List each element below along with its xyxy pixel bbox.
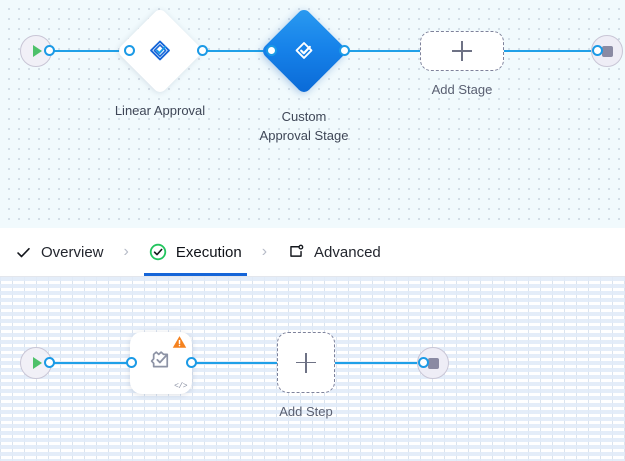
check-icon <box>14 243 32 261</box>
approval-diamond-icon <box>147 38 173 64</box>
edge-add-step-to-end <box>333 362 423 364</box>
tab-separator: › <box>123 243 129 260</box>
play-icon <box>33 357 42 369</box>
stage-end-input-port[interactable] <box>592 45 603 56</box>
add-step-label: Add Step <box>279 404 333 419</box>
stage-node-label-custom-approval-stage: Custom Approval Stage <box>259 109 349 143</box>
approval-task-icon <box>147 347 175 380</box>
custom-approval-input-port[interactable] <box>126 357 137 368</box>
check-circle-icon <box>149 243 167 261</box>
stage-node-label-linear-approval: Linear Approval <box>114 103 206 118</box>
settings-window-icon <box>287 243 305 261</box>
linear-approval-input-port[interactable] <box>124 45 135 56</box>
tab-advanced-label: Advanced <box>314 243 381 261</box>
edge-start-to-custom-approval <box>46 362 132 364</box>
step-end-input-port[interactable] <box>418 357 429 368</box>
designer-tabbar: Overview › Execution › Advanced <box>0 228 625 277</box>
add-stage-button[interactable] <box>420 31 504 71</box>
stop-icon <box>427 357 439 369</box>
edge-add-stage-to-end <box>502 50 598 52</box>
add-step-button[interactable] <box>277 332 335 393</box>
plus-icon <box>452 41 472 61</box>
tab-advanced[interactable]: Advanced <box>273 228 395 276</box>
custom-stage-output-port[interactable] <box>339 45 350 56</box>
play-icon <box>33 45 42 57</box>
step-designer-canvas[interactable]: </> Custom Approval Add Step <box>0 277 625 461</box>
tab-execution-label: Execution <box>175 243 242 261</box>
code-snippet-icon: </> <box>174 382 187 391</box>
tab-overview[interactable]: Overview <box>0 228 118 276</box>
tab-execution[interactable]: Execution <box>135 228 256 276</box>
stage-start-output-port[interactable] <box>44 45 55 56</box>
custom-approval-output-port[interactable] <box>186 357 197 368</box>
tab-overview-label: Overview <box>41 243 104 261</box>
linear-approval-output-port[interactable] <box>197 45 208 56</box>
step-node-custom-approval[interactable]: </> <box>130 332 192 394</box>
stage-node-custom-approval-stage[interactable] <box>260 7 348 95</box>
stop-icon <box>601 45 613 57</box>
warning-triangle-icon[interactable] <box>172 335 187 349</box>
stage-designer-canvas[interactable]: Linear Approval Custom Approval Stage Ad… <box>0 0 625 228</box>
custom-stage-input-port[interactable] <box>266 45 277 56</box>
step-start-output-port[interactable] <box>44 357 55 368</box>
add-stage-label: Add Stage <box>431 82 493 97</box>
tab-separator: › <box>261 243 268 260</box>
plus-icon <box>296 352 316 373</box>
stage-node-linear-approval[interactable] <box>116 7 204 95</box>
approval-diamond-icon <box>291 38 317 64</box>
edge-custom-approval-to-add-step <box>192 362 282 364</box>
